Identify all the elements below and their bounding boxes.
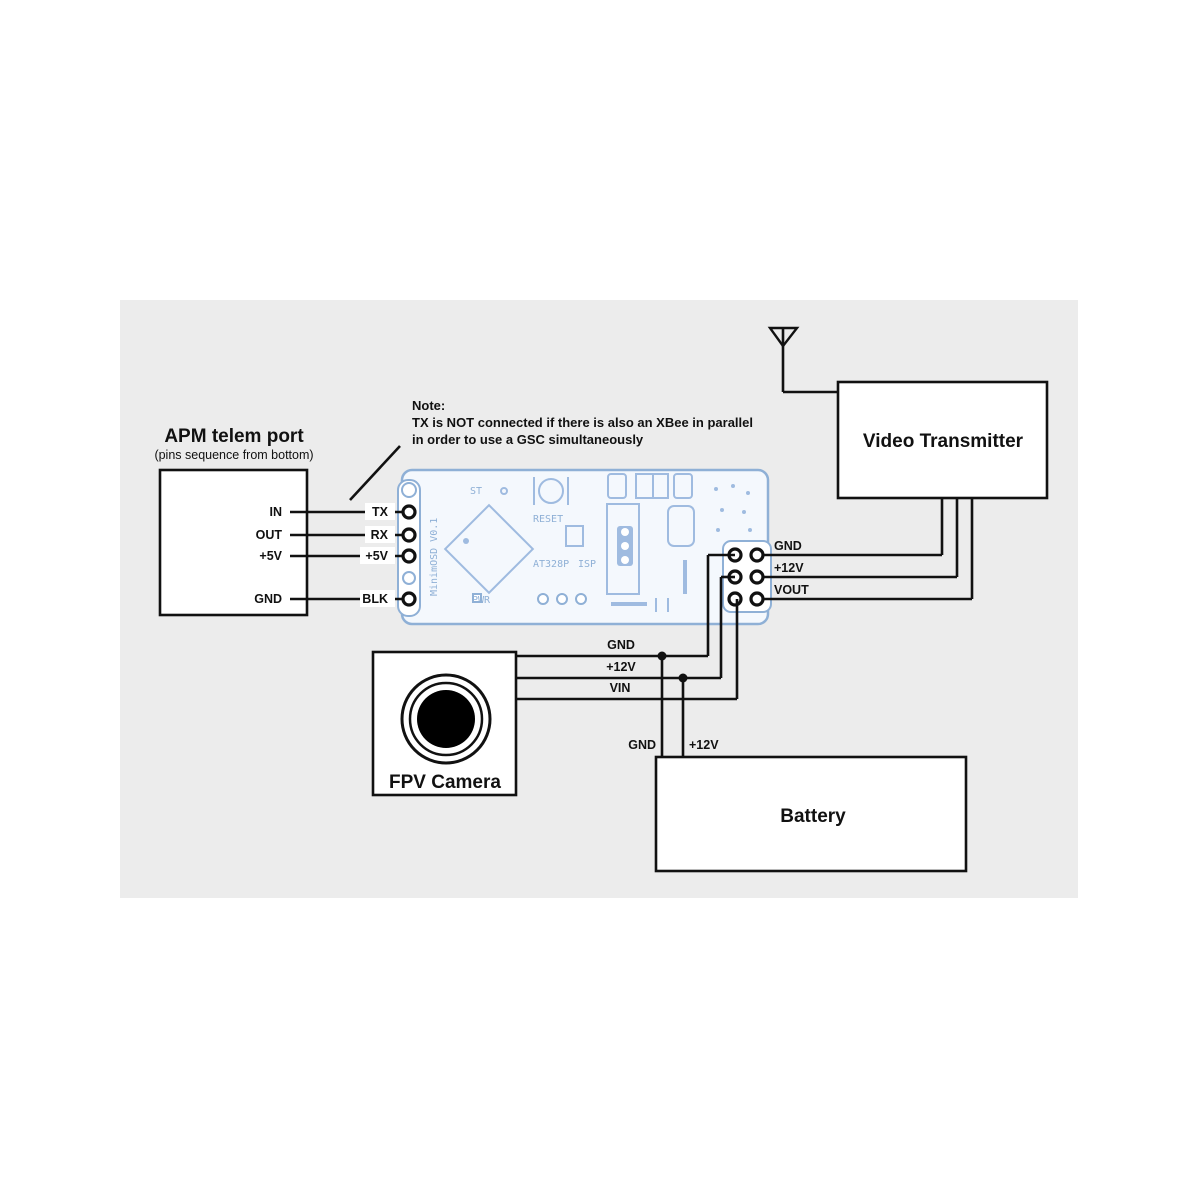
isp-label: ISP — [578, 559, 596, 570]
smd-dot-6 — [716, 528, 720, 532]
apm-pin-5v: +5V — [259, 549, 282, 563]
smd-dot-5 — [742, 510, 746, 514]
smd-col — [683, 560, 687, 594]
apm-pin-gnd: GND — [254, 592, 282, 606]
note-line-1: TX is NOT connected if there is also an … — [412, 415, 753, 430]
pin-r-gnd-b — [749, 547, 765, 563]
osd-left-pins: TX RX +5V BLK — [290, 503, 417, 607]
note-line-2: in order to use a GSC simultaneously — [412, 432, 644, 447]
cam-wire-vin: VIN — [610, 681, 631, 695]
label-bg-5v — [360, 547, 395, 564]
chip-dot — [463, 538, 469, 544]
apm-pin-out: OUT — [256, 528, 283, 542]
osd-pin-vout-r: VOUT — [774, 583, 809, 597]
smd-row — [611, 602, 647, 606]
pin-r-12v-b — [749, 569, 765, 585]
reset-label: RESET — [533, 514, 563, 525]
board-name: MinimOSD V0.1 — [429, 518, 440, 596]
video-transmitter: Video Transmitter — [767, 326, 1049, 500]
minimosd-board: MinimOSD V0.1 RESET ST AT328P ISP PWR — [397, 468, 770, 626]
smd-dot-3 — [746, 491, 750, 495]
isp-pad-3 — [575, 593, 587, 605]
apm-title: APM telem port — [164, 426, 304, 447]
reset-button — [538, 478, 564, 504]
cam-wire-gnd: GND — [607, 638, 635, 652]
osd-pin-blk: BLK — [362, 592, 388, 606]
pin-r-vin-a — [727, 591, 743, 607]
bat-wire-12v: +12V — [689, 738, 719, 752]
cap-2 — [635, 473, 669, 499]
cap-1 — [607, 473, 627, 499]
battery-box — [654, 755, 968, 873]
chip-outline — [443, 503, 535, 595]
smd-dot-1 — [714, 487, 718, 491]
jumper-pin-2 — [621, 542, 629, 550]
smd-dot-2 — [731, 484, 735, 488]
regulator — [667, 505, 695, 547]
camera-lens-icon — [417, 690, 475, 748]
label-bg-rx — [365, 526, 395, 543]
battery-title: Battery — [780, 806, 846, 827]
note-pointer-line — [349, 445, 401, 501]
apm-box — [158, 468, 309, 617]
osd-pin-12v-r: +12V — [774, 561, 804, 575]
note: Note: TX is NOT connected if there is al… — [349, 398, 753, 501]
fpv-camera: FPV Camera — [371, 650, 518, 797]
cap-3 — [673, 473, 693, 499]
bat-wire-gnd: GND — [628, 738, 656, 752]
label-bg-tx — [365, 503, 395, 520]
pin-rx — [401, 527, 417, 543]
note-heading: Note: — [412, 398, 445, 413]
jumper-pin-3 — [621, 556, 629, 564]
vtx-title: Video Transmitter — [863, 431, 1024, 452]
osd-pin-5v: +5V — [365, 549, 388, 563]
osd-pin-tx: TX — [372, 505, 389, 519]
st-led — [500, 487, 508, 495]
battery: Battery — [654, 755, 968, 873]
pin-r-vout-b — [749, 591, 765, 607]
pin-5v — [401, 548, 417, 564]
st-label: ST — [470, 486, 482, 497]
junction-gnd — [657, 651, 667, 661]
isp-pad-1 — [537, 593, 549, 605]
jumper-block — [606, 503, 640, 595]
apm-telem-port: APM telem port (pins sequence from botto… — [154, 426, 314, 617]
apm-subtitle: (pins sequence from bottom) — [154, 448, 313, 462]
osd-pin-gnd-r: GND — [774, 539, 802, 553]
smd-dot-7 — [748, 528, 752, 532]
osd-right-pins: GND +12V VOUT — [722, 498, 974, 613]
smd-dot-4 — [720, 508, 724, 512]
apm-pin-in: IN — [270, 505, 283, 519]
junction-12v — [678, 673, 688, 683]
pin-tx — [401, 504, 417, 520]
label-bg-blk — [360, 590, 395, 607]
vtx-box — [836, 380, 1049, 500]
header-pad — [401, 482, 417, 498]
pin-empty — [402, 571, 416, 585]
chip-label: AT328P — [533, 559, 569, 570]
pwr-label: PWR — [472, 595, 491, 606]
camera-title: FPV Camera — [389, 772, 501, 793]
cam-wire-12v: +12V — [606, 660, 636, 674]
isp-pad-2 — [556, 593, 568, 605]
osd-pin-rx: RX — [371, 528, 389, 542]
camera-wiring: GND +12V VIN GND +12V — [516, 553, 739, 757]
jumper-pin-1 — [621, 528, 629, 536]
crystal-square — [565, 525, 584, 547]
isp-pad-4 — [472, 593, 482, 603]
pin-blk — [401, 591, 417, 607]
